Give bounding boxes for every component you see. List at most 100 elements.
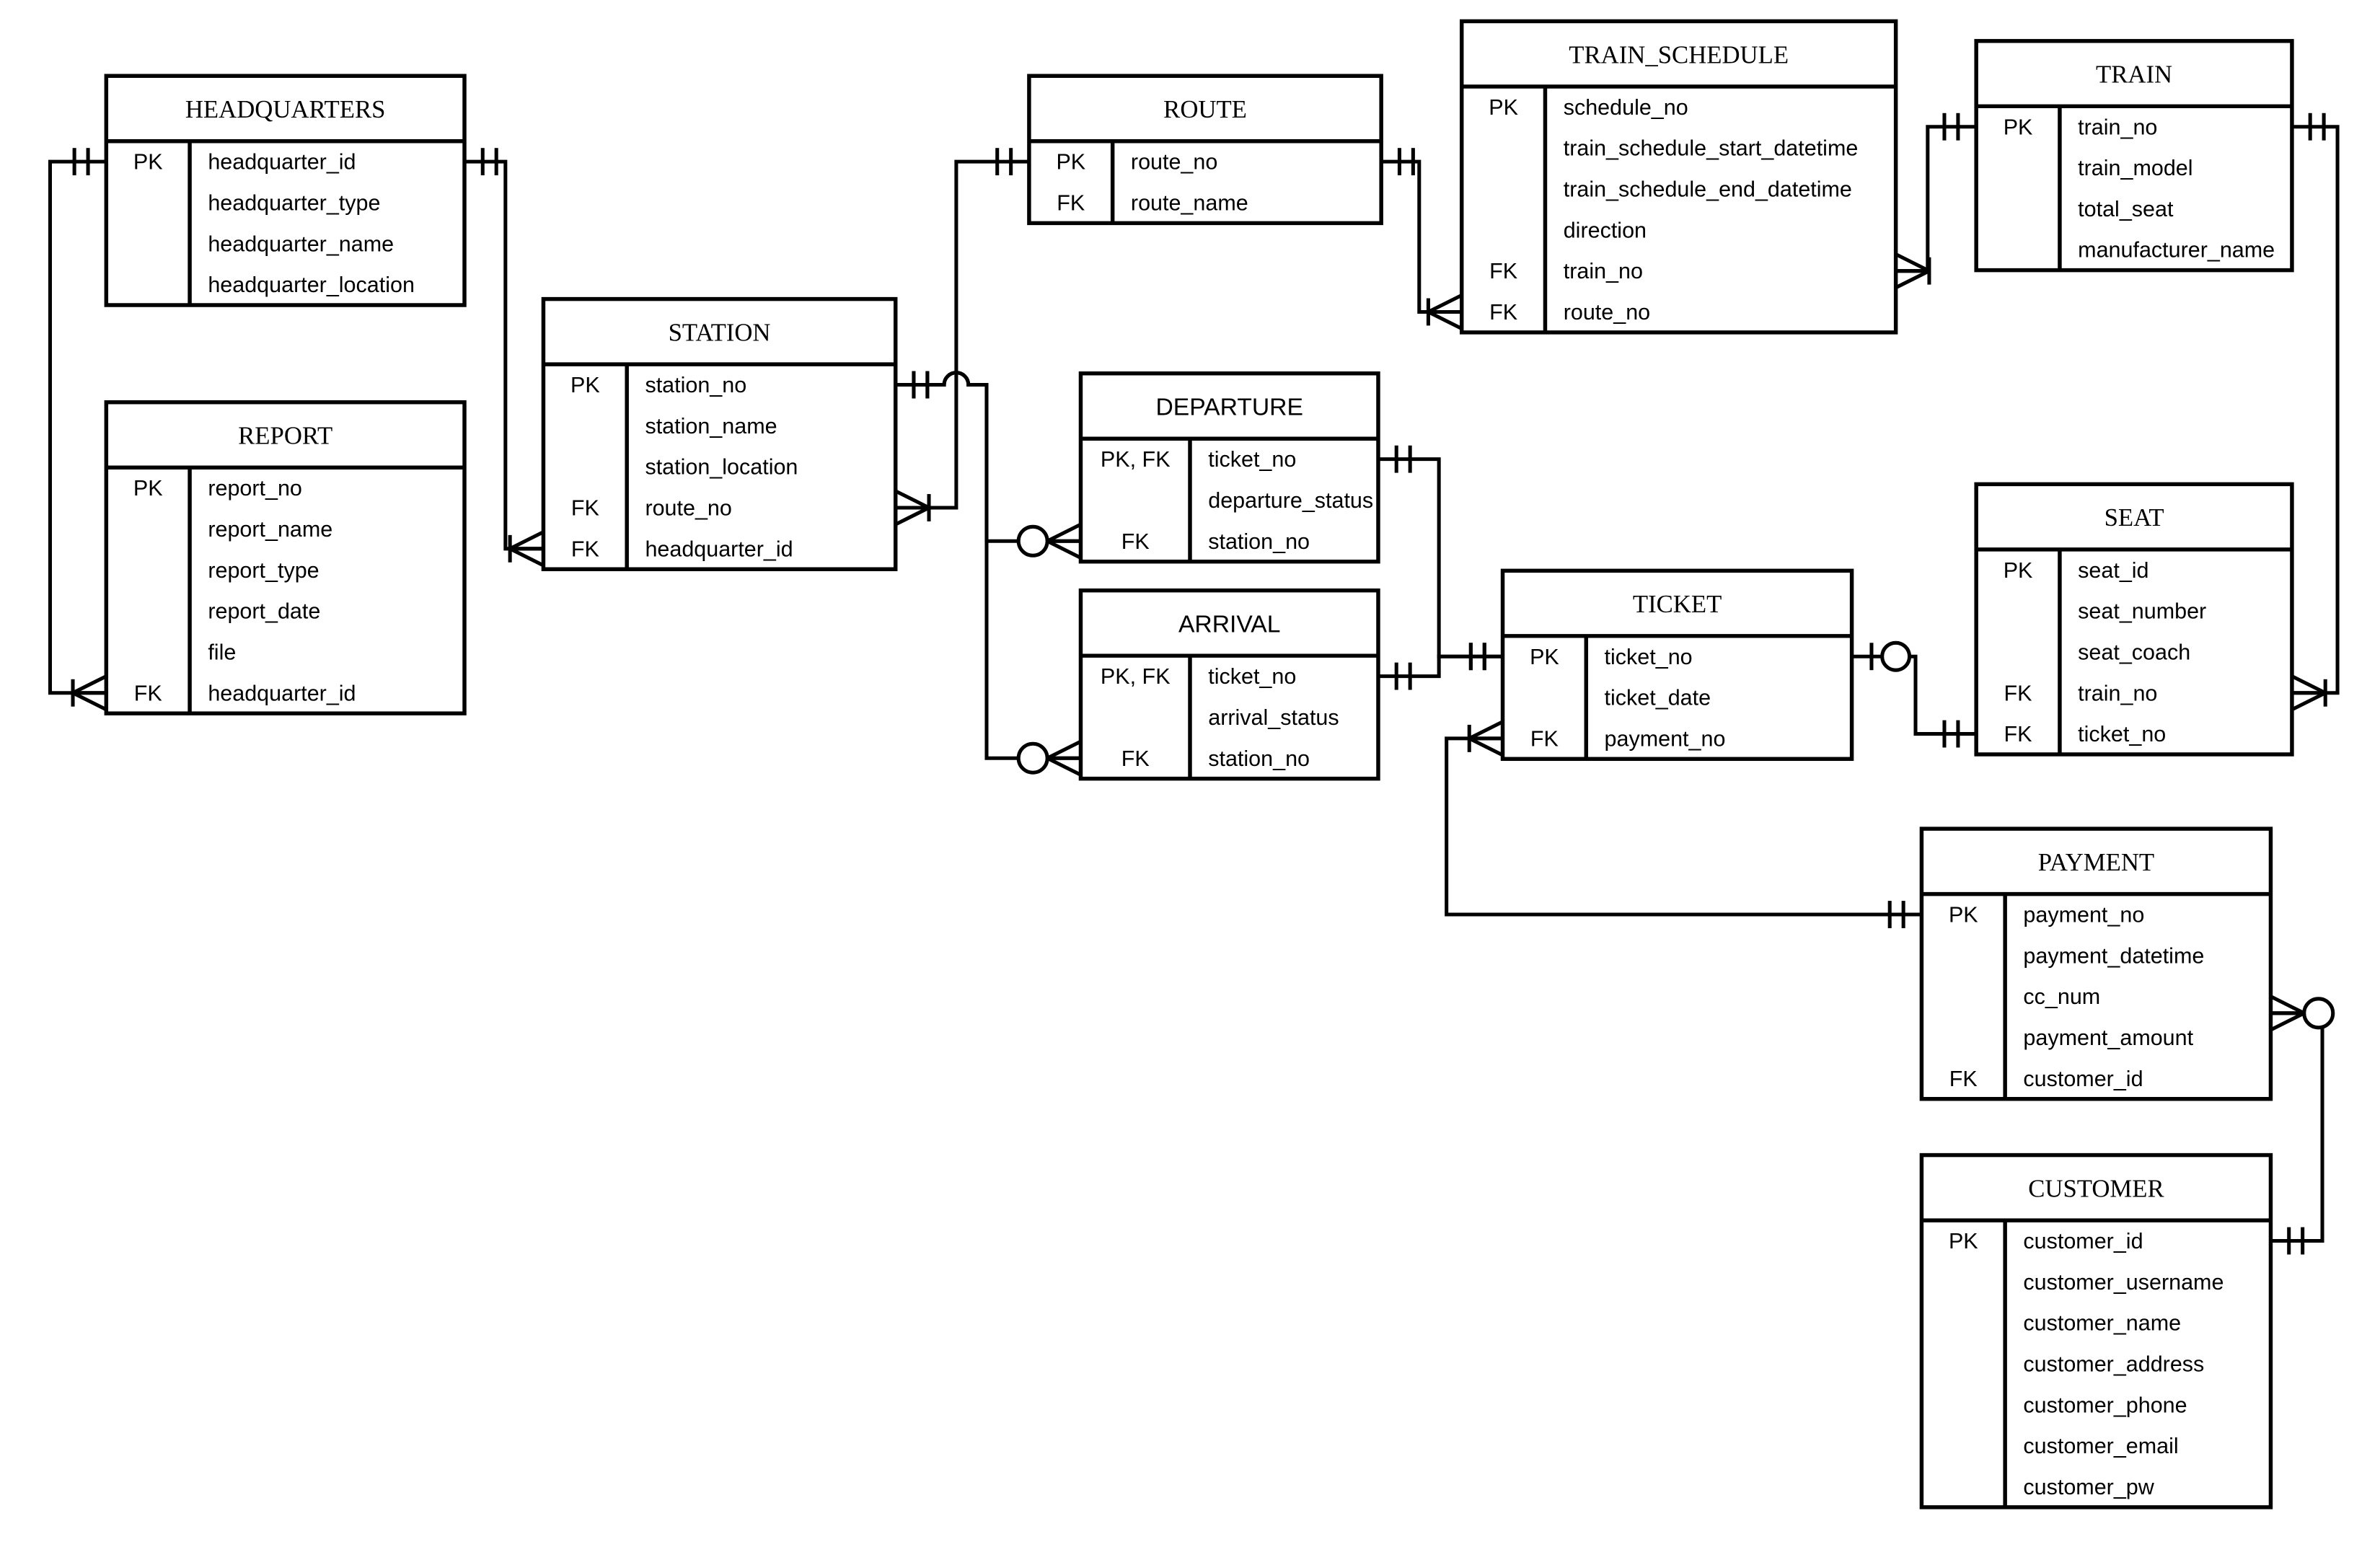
connector-payment-customer (2270, 995, 2335, 1255)
marker-one-icon (72, 148, 90, 176)
field-payment_amount: payment_amount (2023, 1026, 2193, 1050)
table-border (1027, 74, 1383, 226)
field-station_location: station_location (645, 455, 798, 480)
field-direction: direction (1564, 218, 1647, 242)
field-cc_num: cc_num (2023, 984, 2100, 1009)
relationship-line (895, 159, 1029, 510)
table-customer: CUSTOMER PK customer_id customer_usernamecu… (1919, 1152, 2273, 1509)
table-border (1919, 1152, 2273, 1509)
connector-route-station (894, 148, 1029, 526)
marker-one-icon (1887, 901, 1905, 928)
key-label: PK (2004, 558, 2033, 583)
key-label: PK, FK (1101, 447, 1171, 472)
relationship-line (1895, 125, 1977, 273)
connector-departure-ticket (1378, 445, 1503, 671)
key-label: PK (133, 150, 163, 175)
key-label: FK (2004, 722, 2032, 746)
field-report_type: report_type (208, 558, 319, 583)
field-station_no: station_no (1208, 746, 1310, 771)
key-label: PK (2004, 115, 2033, 139)
connector-arrival-ticket (1378, 643, 1503, 690)
field-customer_pw: customer_pw (2023, 1475, 2154, 1499)
connector-station-arrival (895, 371, 1082, 777)
relationship-line (1381, 159, 1462, 314)
field-route_name: route_name (1131, 190, 1248, 215)
key-label: FK (2004, 681, 2032, 705)
marker-one-icon (2308, 113, 2326, 141)
field-seat_id: seat_id (2078, 558, 2148, 583)
key-label: PK (1056, 150, 1085, 175)
key-label: PK (1949, 1229, 1978, 1253)
table-headquarters: HEADQUARTERS PK headquarter_id headquarter_… (104, 74, 467, 307)
table-title: HEADQUARTERS (185, 95, 386, 123)
marker-many-icon (508, 530, 545, 568)
field-route_no: route_no (645, 496, 731, 521)
relationship-line (2291, 125, 2340, 695)
field-train_schedule_end_datetime: train_schedule_end_datetime (1564, 177, 1852, 202)
field-route_no: route_no (1131, 150, 1217, 175)
field-headquarter_id: headquarter_id (645, 537, 793, 561)
marker-many-icon (71, 674, 107, 712)
marker-one-icon (1397, 148, 1415, 176)
table-title: CUSTOMER (2028, 1174, 2164, 1202)
relationship-line (1445, 736, 1922, 917)
relationship-line (48, 159, 107, 695)
table-title: ROUTE (1163, 95, 1247, 123)
key-label: PK (133, 476, 163, 501)
field-ticket_no: ticket_no (1208, 447, 1296, 472)
field-customer_phone: customer_phone (2023, 1393, 2187, 1417)
key-label: FK (1057, 190, 1085, 215)
field-customer_name: customer_name (2023, 1311, 2181, 1336)
field-report_name: report_name (208, 517, 332, 542)
field-customer_address: customer_address (2023, 1352, 2204, 1376)
field-payment_datetime: payment_datetime (2023, 943, 2204, 968)
marker-many-icon (1895, 252, 1931, 290)
field-report_no: report_no (208, 476, 302, 501)
field-ticket_no: ticket_no (1605, 645, 1693, 669)
field-departure_status: departure_status (1208, 488, 1373, 513)
field-file: file (208, 640, 236, 664)
relationship-line (1378, 457, 1503, 658)
field-headquarter_id: headquarter_id (208, 150, 356, 175)
field-customer_username: customer_username (2023, 1270, 2223, 1295)
field-seat_number: seat_number (2078, 599, 2206, 624)
field-customer_email: customer_email (2023, 1434, 2178, 1458)
field-schedule_no: schedule_no (1564, 95, 1688, 120)
field-station_no: station_no (645, 373, 746, 397)
table-border (1500, 568, 1854, 762)
marker-one-icon (480, 148, 498, 176)
key-label: FK (1121, 529, 1150, 554)
field-ticket_date: ticket_date (1605, 686, 1711, 710)
marker-one-icon (1468, 643, 1486, 671)
field-headquarter_location: headquarter_location (208, 273, 415, 297)
key-label: FK (1489, 259, 1517, 283)
field-train_no: train_no (2078, 681, 2157, 705)
field-total_seat: total_seat (2078, 197, 2174, 221)
key-label: FK (134, 681, 162, 705)
marker-one-icon (1394, 445, 1412, 473)
field-headquarter_type: headquarter_type (208, 190, 380, 215)
key-label: PK (570, 373, 600, 397)
marker-zero-many-icon (1016, 522, 1082, 560)
table-title: SEAT (2104, 503, 2164, 532)
table-title: TRAIN_SCHEDULE (1569, 40, 1789, 69)
marker-one-icon (2287, 1227, 2305, 1255)
key-label: FK (571, 496, 599, 521)
connector-train-train_schedule (1895, 113, 1977, 290)
field-customer_id: customer_id (2023, 1229, 2143, 1253)
table-border (104, 74, 467, 307)
marker-zero-many-icon (1016, 739, 1082, 777)
relationship-line (2270, 1011, 2324, 1243)
marker-many-icon (894, 489, 931, 526)
relationship-line (464, 159, 544, 551)
marker-one-icon (1942, 113, 1960, 141)
key-label: FK (1530, 726, 1559, 751)
table-border (1078, 371, 1380, 564)
connector-train-seat (2291, 113, 2340, 712)
